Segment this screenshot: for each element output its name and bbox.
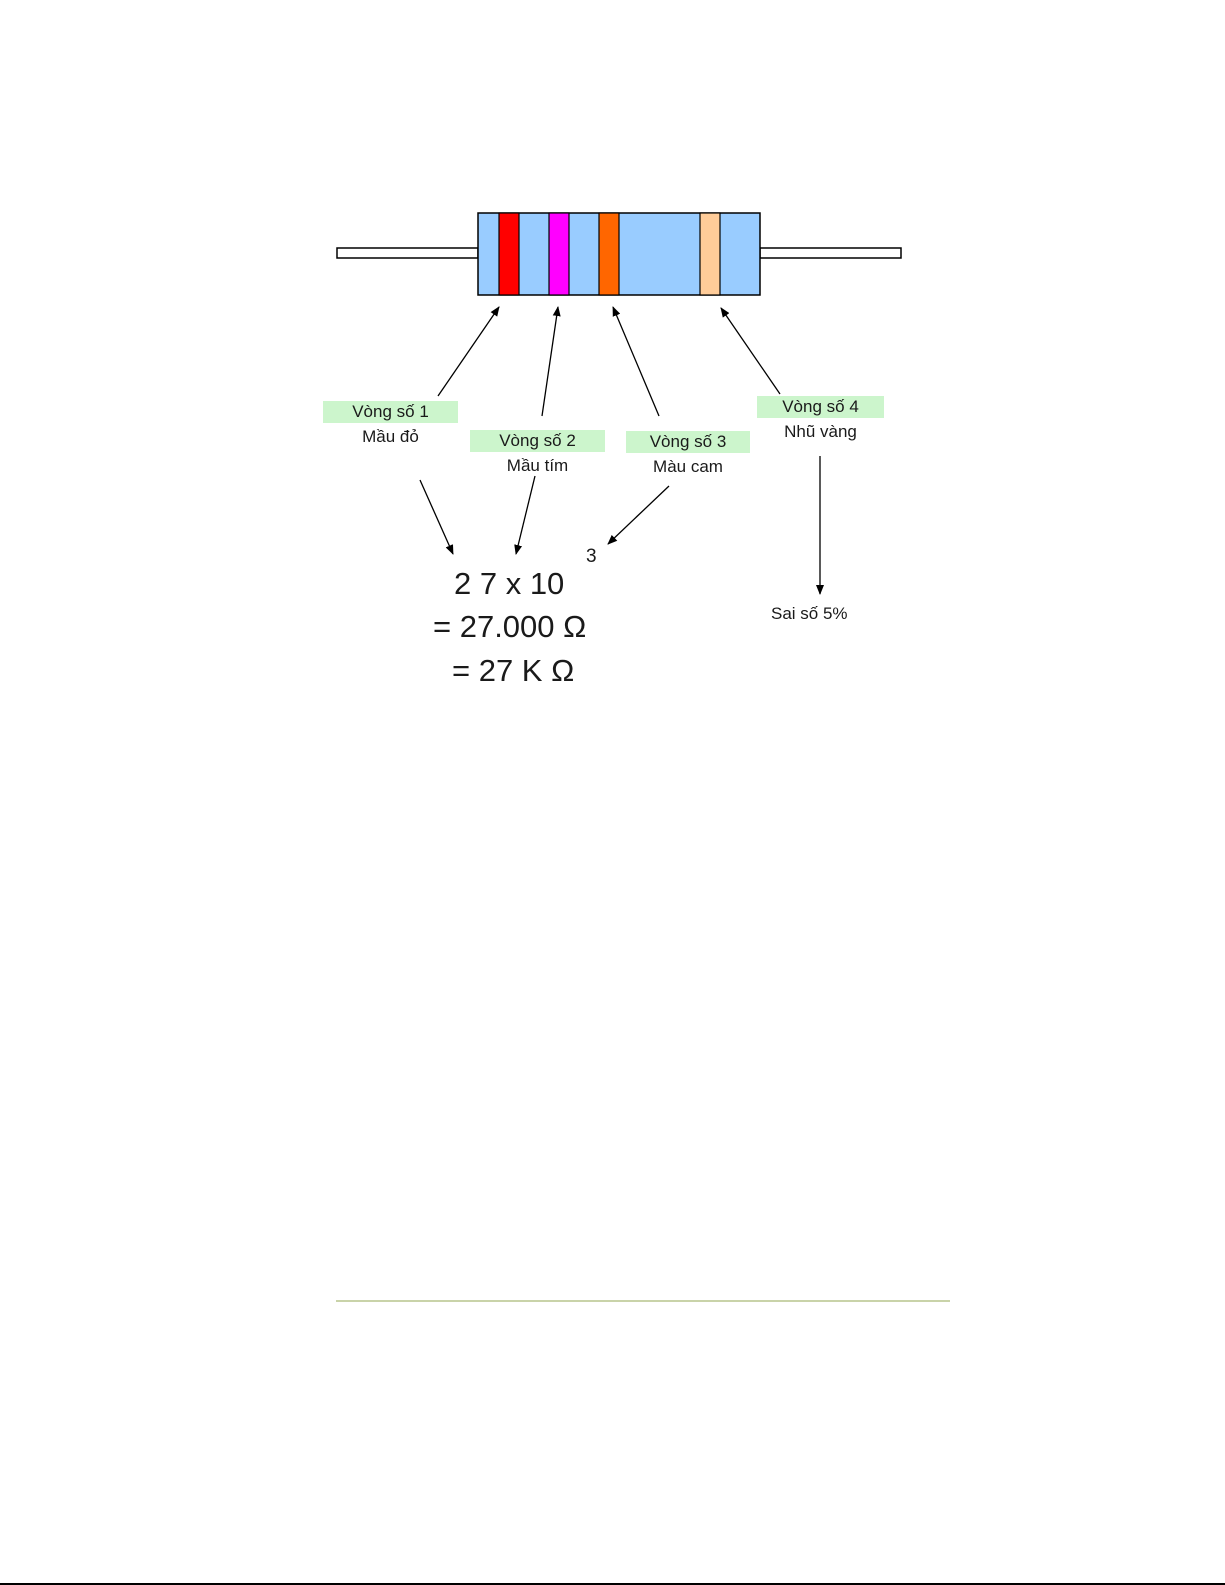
band-1-tag: Vòng số 1 [323, 401, 458, 423]
band-3-tag: Vòng số 3 [626, 431, 750, 453]
band-1 [499, 213, 519, 295]
formula-line-2: = 27.000 Ω [433, 609, 586, 645]
arrow-band-1 [438, 307, 499, 396]
band-4-label: Vòng số 4 Nhũ vàng [757, 396, 884, 443]
band-2-color-name: Mầu tím [470, 455, 605, 477]
band-2 [549, 213, 569, 295]
lead-right [760, 248, 901, 258]
arrow-band-4 [721, 308, 780, 394]
band-2-tag: Vòng số 2 [470, 430, 605, 452]
tolerance-text: Sai số 5% [771, 604, 848, 624]
band-3-label: Vòng số 3 Màu cam [626, 431, 750, 478]
formula-exponent: 3 [586, 546, 597, 568]
formula-digits: 2 7 x 10 [454, 566, 564, 601]
arrow-band-2 [542, 307, 558, 416]
band-3-color-name: Màu cam [626, 456, 750, 478]
band-3 [599, 213, 619, 295]
formula-line-1: 2 7 x 10 3 [454, 566, 564, 602]
band-4-color-name: Nhũ vàng [757, 421, 884, 443]
footer-divider [336, 1300, 950, 1302]
band-1-label: Vòng số 1 Mầu đỏ [323, 401, 458, 448]
band-1-color-name: Mầu đỏ [323, 426, 458, 448]
arrow-band-3 [613, 307, 659, 416]
band-4-tag: Vòng số 4 [757, 396, 884, 418]
arrow-digit-2 [516, 476, 535, 554]
band-4 [700, 213, 720, 295]
lead-left [337, 248, 478, 258]
formula-line-3: = 27 K Ω [452, 653, 574, 689]
arrow-digit-1 [420, 480, 453, 554]
arrow-multiplier [608, 486, 669, 544]
band-2-label: Vòng số 2 Mầu tím [470, 430, 605, 477]
